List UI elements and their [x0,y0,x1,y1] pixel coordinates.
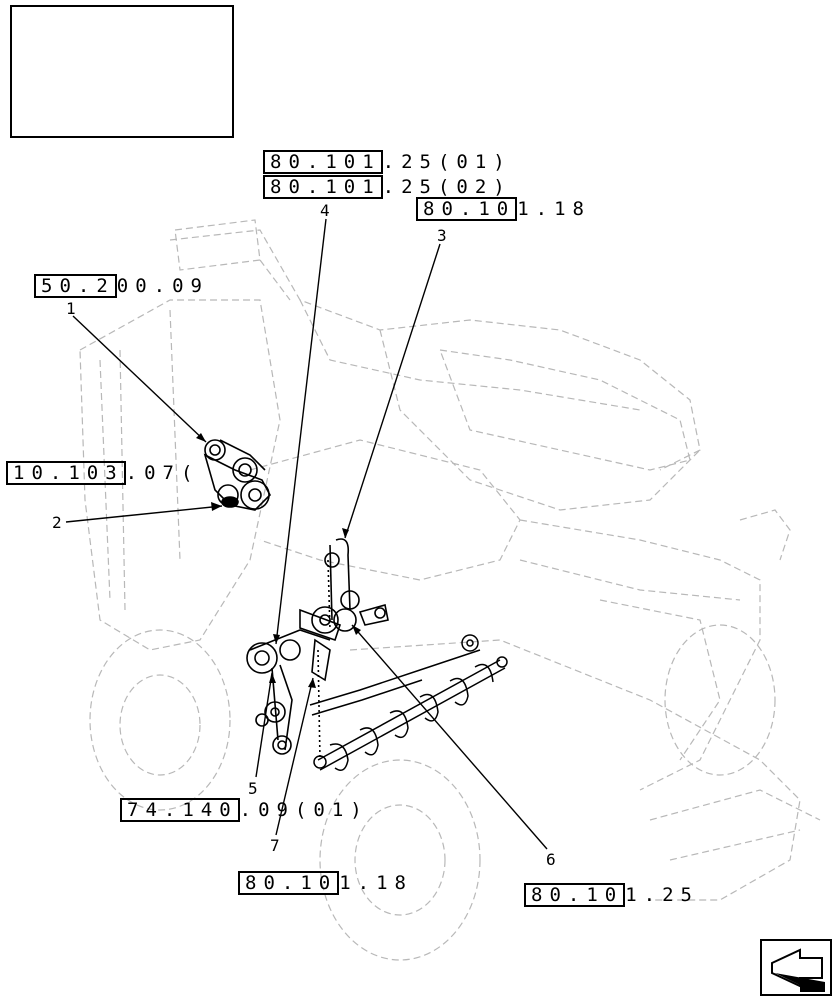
lower-belt-drive [246,559,331,761]
callout-5: 5 [248,779,258,798]
unloading-auger [309,634,508,771]
ref-74-140-09-01[interactable]: 74.140.09(01) [120,798,369,822]
callout-4: 4 [320,201,330,220]
callout-7: 7 [270,836,280,855]
ref-10-103-07[interactable]: 10.103.07( [6,461,199,485]
callout-2: 2 [52,513,62,532]
callout-1: 1 [66,299,76,318]
ref-80-101-25-02[interactable]: 80.101.25(02) [263,175,512,199]
next-page-arrow-icon[interactable] [760,939,832,996]
unloading-belt-drive [299,538,389,642]
title-block [10,5,234,138]
engine-belt-drive [203,439,271,511]
callout-3: 3 [437,226,447,245]
ref-80-101-25-01[interactable]: 80.101.25(01) [263,150,512,174]
leader-lines [65,218,548,850]
machine-outline [79,219,821,961]
leader-arrowheads [196,433,361,688]
callout-6: 6 [546,850,556,869]
